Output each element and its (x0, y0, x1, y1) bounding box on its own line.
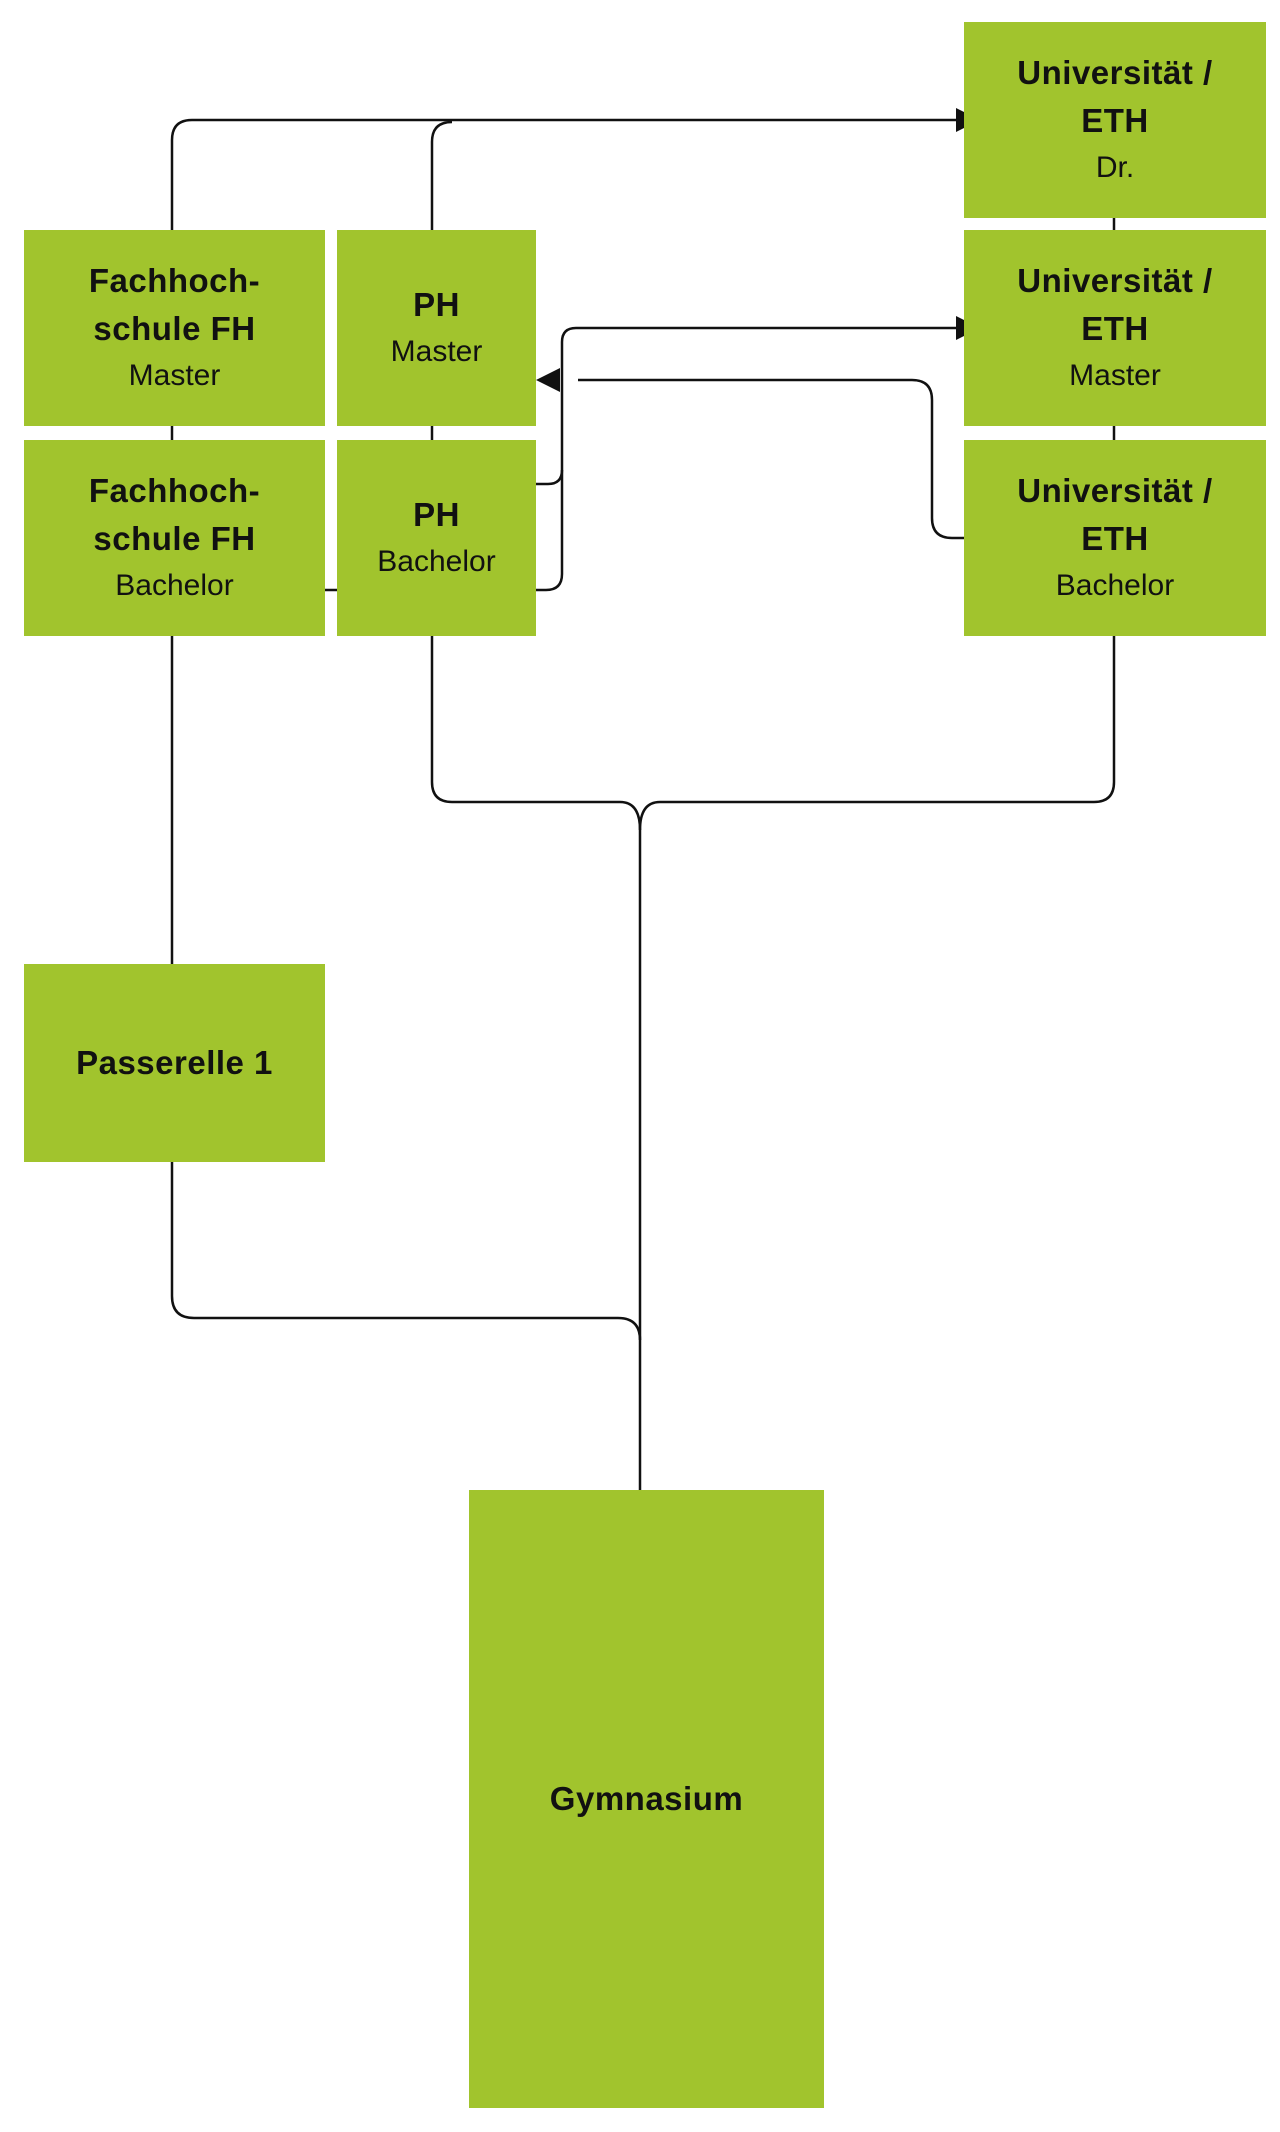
edge-fh-bachelor-uni-master (300, 470, 564, 592)
node-fachhochschule-master: Fachhoch- schule FH Master (24, 230, 325, 426)
node-title: Universität / (1017, 262, 1213, 299)
node-title: ETH (1081, 310, 1149, 347)
node-title: Fachhoch- (88, 472, 261, 509)
node-subtitle: Master (1069, 359, 1161, 392)
edge-gymnasium-ph-bachelor (430, 628, 642, 1340)
node-subtitle: Bachelor (377, 545, 496, 578)
node-subtitle: Master (128, 359, 221, 392)
node-universitaet-eth-dr: Universität / ETH Dr. (964, 22, 1266, 218)
edge-gymnasium-uni-bachelor (638, 628, 1116, 831)
node-title: ETH (1081, 520, 1149, 557)
node-subtitle: Dr. (1095, 151, 1135, 184)
node-passerelle: Passerelle 1 (24, 964, 325, 1162)
node-title: Passerelle 1 (76, 1044, 273, 1081)
edge-ph-master-uni-dr (430, 120, 453, 248)
node-ph-master: PH Master (337, 230, 536, 426)
node-title: PH (413, 496, 460, 533)
arrowhead-ph-master-right (536, 368, 560, 392)
node-title: schule FH (93, 310, 256, 347)
node-subtitle: Bachelor (1055, 569, 1175, 602)
edge-gymnasium-passerelle (170, 1155, 642, 1508)
node-gymnasium: Gymnasium (469, 1490, 824, 2108)
node-universitaet-eth-bachelor: Universität / ETH Bachelor (964, 440, 1266, 636)
edge-ph-bachelor-uni-master (512, 326, 970, 486)
node-subtitle: Master (390, 335, 483, 368)
node-title: Gymnasium (549, 1780, 744, 1817)
node-title: PH (413, 286, 460, 323)
node-title: Universität / (1017, 54, 1213, 91)
node-ph-bachelor: PH Bachelor (337, 440, 536, 636)
node-title: schule FH (93, 520, 256, 557)
node-subtitle: Bachelor (115, 569, 234, 602)
edge-uni-bachelor-ph-master (578, 378, 986, 540)
node-title: ETH (1081, 102, 1149, 139)
node-fachhochschule-bachelor: Fachhoch- schule FH Bachelor (24, 440, 325, 636)
node-title: Universität / (1017, 472, 1213, 509)
edge-fh-master-uni-dr (170, 118, 970, 248)
node-title: Fachhoch- (88, 262, 261, 299)
node-universitaet-eth-master: Universität / ETH Master (964, 230, 1266, 426)
